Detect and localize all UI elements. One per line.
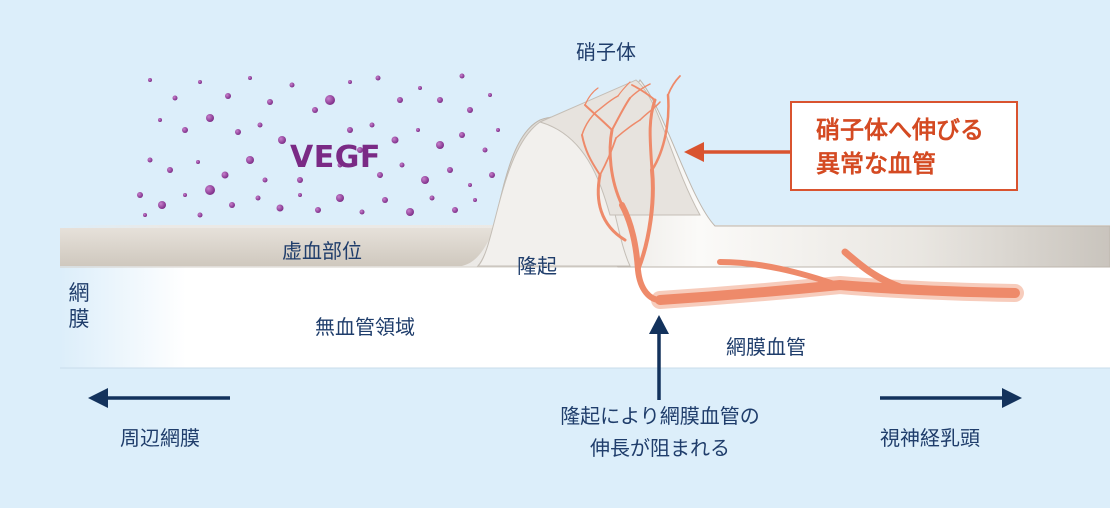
arrow-right-icon [880,388,1022,408]
note-line-1: 隆起により網膜血管の [560,404,760,428]
ischemic-area [60,228,495,266]
label-optic-disc: 視神経乳頭 [880,426,980,450]
label-peripheral-retina: 周辺網膜 [120,426,200,450]
vegf-particles [137,73,500,218]
callout-line-1: 硝子体へ伸びる [816,116,984,144]
label-retina: 網膜 [68,281,90,331]
callout-arrow-icon [684,142,790,162]
arrow-left-icon [88,388,230,408]
callout-line-2: 異常な血管 [816,150,936,178]
label-retinal-vessels: 網膜血管 [726,335,806,359]
callout-box: 硝子体へ伸びる 異常な血管 [790,101,1018,191]
label-vegf: VEGF [290,140,381,175]
label-ridge: 隆起 [517,254,557,278]
retinal-vessels [581,75,1024,309]
ridge-note: 隆起により網膜血管の 伸長が阻まれる [520,400,800,464]
label-ischemic-site: 虚血部位 [282,239,362,263]
arrow-up-icon [649,315,669,400]
label-avascular-area: 無血管領域 [315,315,415,339]
label-vitreous: 硝子体 [576,40,636,64]
note-line-2: 伸長が阻まれる [590,436,730,460]
